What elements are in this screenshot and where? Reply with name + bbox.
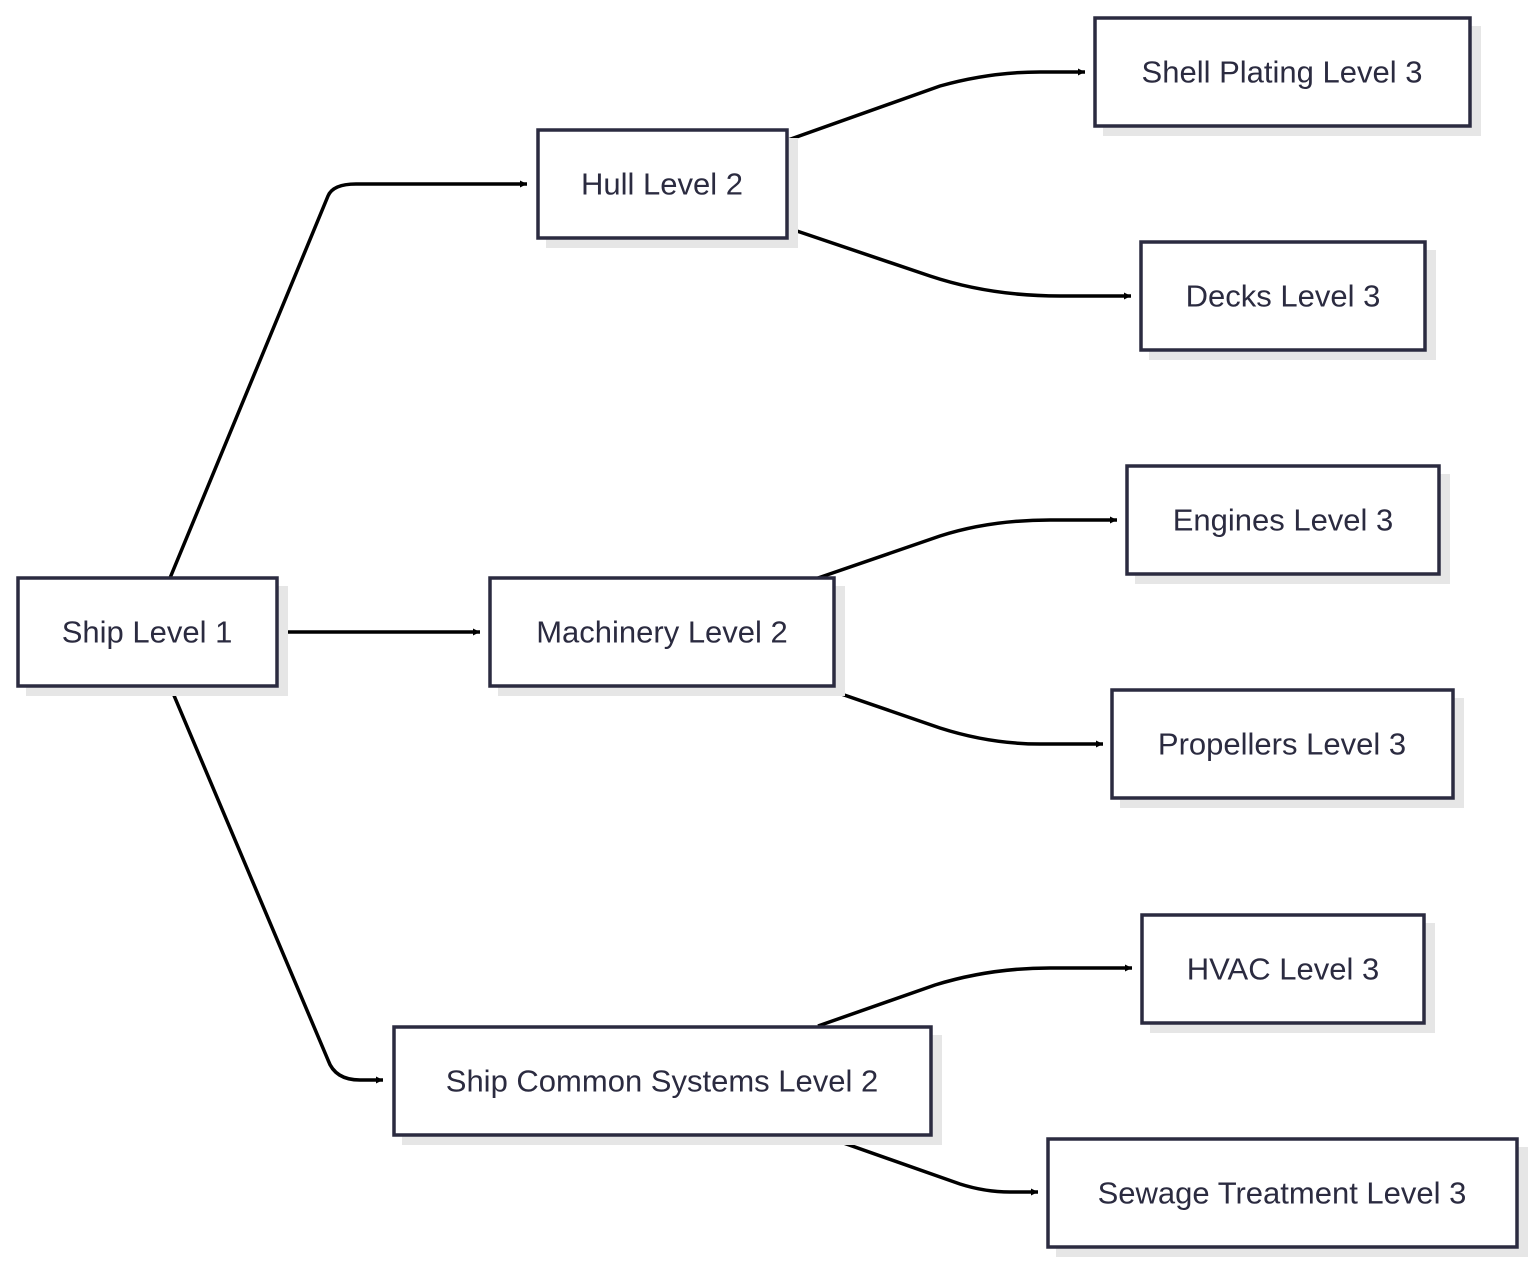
edge-common-hvac bbox=[817, 964, 1132, 1028]
node-hvac-label: HVAC Level 3 bbox=[1187, 952, 1379, 987]
edge-ship-hull bbox=[168, 180, 527, 579]
edge-hull-shell bbox=[787, 68, 1085, 142]
node-propellers: Propellers Level 3 bbox=[1110, 688, 1464, 808]
edge-common-sewage bbox=[817, 1132, 1038, 1196]
node-machinery-label: Machinery Level 2 bbox=[536, 615, 788, 650]
node-ship-label: Ship Level 1 bbox=[62, 615, 233, 650]
node-common-systems: Ship Common Systems Level 2 bbox=[392, 1025, 942, 1145]
nodes-layer: Ship Level 1 Hull Level 2 Machinery Leve… bbox=[16, 16, 1528, 1257]
node-hvac: HVAC Level 3 bbox=[1140, 913, 1435, 1033]
node-shell-plating: Shell Plating Level 3 bbox=[1093, 16, 1481, 136]
edge-ship-common bbox=[168, 685, 383, 1084]
edge-machinery-engines bbox=[817, 516, 1117, 580]
edges-layer bbox=[168, 68, 1132, 1196]
node-common-systems-label: Ship Common Systems Level 2 bbox=[446, 1064, 878, 1099]
node-sewage-treatment-label: Sewage Treatment Level 3 bbox=[1098, 1176, 1467, 1211]
edge-machinery-propellers bbox=[817, 684, 1103, 748]
node-engines: Engines Level 3 bbox=[1125, 464, 1450, 584]
node-decks: Decks Level 3 bbox=[1139, 240, 1436, 360]
node-propellers-label: Propellers Level 3 bbox=[1158, 727, 1406, 762]
edge-hull-decks bbox=[787, 226, 1131, 300]
node-machinery: Machinery Level 2 bbox=[488, 576, 845, 696]
node-engines-label: Engines Level 3 bbox=[1173, 503, 1394, 538]
node-shell-plating-label: Shell Plating Level 3 bbox=[1142, 55, 1423, 90]
node-hull: Hull Level 2 bbox=[536, 128, 798, 248]
node-sewage-treatment: Sewage Treatment Level 3 bbox=[1046, 1137, 1528, 1257]
node-ship: Ship Level 1 bbox=[16, 576, 288, 696]
node-decks-label: Decks Level 3 bbox=[1186, 279, 1381, 314]
node-hull-label: Hull Level 2 bbox=[581, 167, 743, 202]
